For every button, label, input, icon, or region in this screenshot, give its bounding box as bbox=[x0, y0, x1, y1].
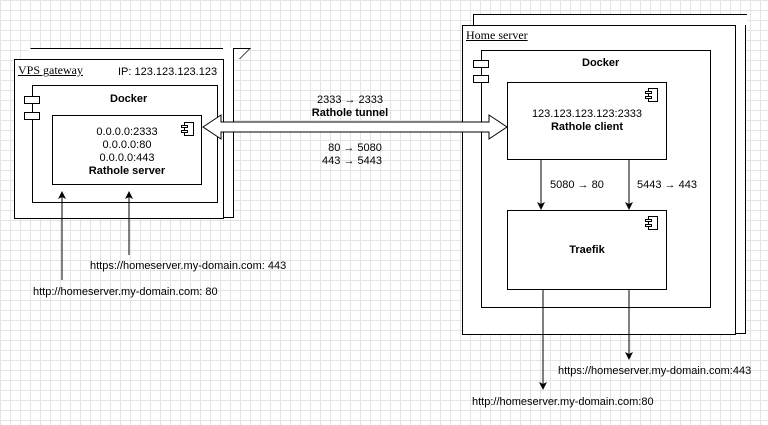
vps-docker-label: Docker bbox=[110, 93, 148, 105]
rathole-server-name: Rathole server bbox=[88, 165, 166, 177]
home-docker-tab-1 bbox=[473, 60, 489, 68]
rathole-server-bind-443: 0.0.0.0:443 bbox=[99, 152, 155, 164]
vps-http-url: http://homeserver.my-domain.com: 80 bbox=[33, 286, 218, 298]
tunnel-https-mapping: 443 → 5443 bbox=[322, 155, 382, 167]
vps-docker-tab-1 bbox=[24, 96, 40, 104]
rathole-server-bind-2333: 0.0.0.0:2333 bbox=[96, 126, 158, 138]
home-http-url: http://homeserver.my-domain.com:80 bbox=[472, 396, 654, 408]
home-docker-tab-2 bbox=[473, 75, 489, 83]
vps-https-url: https://homeserver.my-domain.com: 443 bbox=[90, 260, 287, 272]
traefik-component bbox=[507, 210, 667, 290]
home-node-side-face bbox=[735, 14, 746, 334]
rathole-server-bind-80: 0.0.0.0:80 bbox=[102, 139, 152, 151]
component-icon bbox=[645, 88, 658, 102]
rathole-client-component bbox=[507, 82, 667, 160]
internal-https-mapping: 5443 → 443 bbox=[637, 179, 697, 191]
rathole-server-component bbox=[52, 115, 202, 185]
internal-http-mapping: 5080 → 80 bbox=[550, 179, 604, 191]
rathole-client-target: 123.123.123.123:2333 bbox=[531, 108, 643, 120]
vps-node-title: VPS gateway bbox=[18, 63, 83, 77]
component-icon bbox=[645, 216, 658, 230]
home-node-title: Home server bbox=[466, 28, 528, 42]
tunnel-port-mapping: 2333 → 2333 bbox=[316, 94, 384, 106]
component-icon bbox=[181, 122, 194, 136]
tunnel-http-mapping: 80 → 5080 bbox=[328, 142, 382, 154]
traefik-name: Traefik bbox=[569, 244, 605, 256]
vps-docker-tab-2 bbox=[24, 112, 40, 120]
home-node-top-face bbox=[473, 14, 747, 25]
vps-ip-label: IP: 123.123.123.123 bbox=[118, 66, 218, 78]
tunnel-name: Rathole tunnel bbox=[311, 107, 389, 119]
rathole-client-name: Rathole client bbox=[550, 121, 624, 133]
home-docker-label: Docker bbox=[582, 57, 620, 69]
rathole-tunnel-arrow bbox=[202, 114, 508, 140]
vps-node-side-face bbox=[223, 48, 234, 218]
home-https-url: https://homeserver.my-domain.com:443 bbox=[558, 365, 752, 377]
